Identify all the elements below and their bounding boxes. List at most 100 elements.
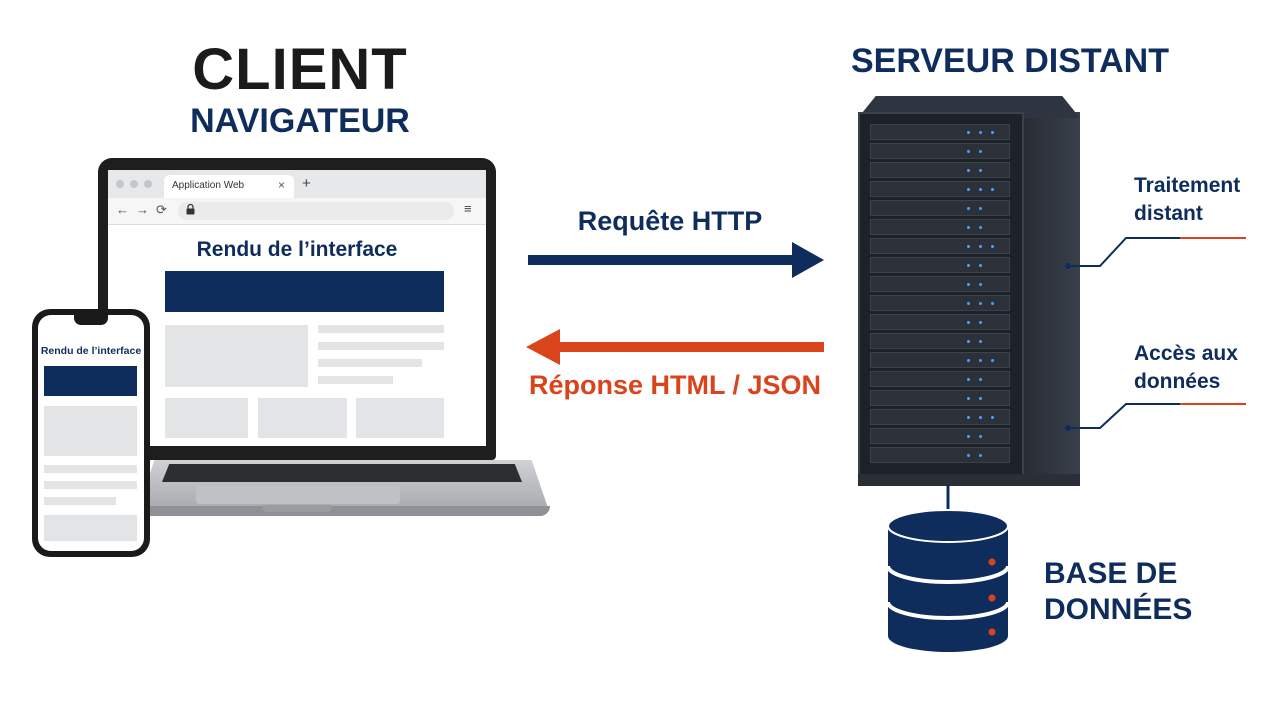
phone-screen: Rendu de l’interface [38, 315, 144, 551]
status-led [979, 245, 982, 248]
browser-tab[interactable]: Application Web × [164, 175, 294, 198]
status-led [967, 378, 970, 381]
response-arrow [526, 329, 824, 365]
status-led [991, 302, 994, 305]
card-block [258, 398, 347, 438]
browser-tab-bar: Application Web × + [108, 170, 486, 198]
laptop-screen: Application Web × + ← → ⟳ ≡ Rendu de l’i… [108, 170, 486, 446]
content-image-block [44, 406, 137, 456]
status-led [979, 264, 982, 267]
status-led [967, 245, 970, 248]
window-control-dot [144, 180, 152, 188]
laptop-trackpad [196, 486, 400, 504]
status-led [979, 397, 982, 400]
new-tab-icon[interactable]: + [302, 175, 311, 192]
menu-icon[interactable]: ≡ [464, 201, 472, 216]
laptop-render-title: Rendu de l’interface [196, 238, 398, 261]
status-led [967, 169, 970, 172]
text-line-block [44, 497, 116, 505]
server-rack-unit [870, 238, 1010, 254]
response-label: Réponse HTML / JSON [528, 370, 822, 400]
server-rack-unit [870, 162, 1010, 178]
database-label-line2: DONNÉES [1044, 593, 1193, 626]
reload-icon[interactable]: ⟳ [156, 202, 167, 217]
card-block [356, 398, 444, 438]
data-access-label-line2: données [1134, 370, 1221, 393]
data-access-label: Accès aux données [1134, 340, 1238, 396]
phone-render-title: Rendu de l’interface [40, 345, 142, 357]
status-led [967, 207, 970, 210]
laptop-keyboard [162, 464, 522, 482]
window-control-dot [130, 180, 138, 188]
database-illustration [886, 484, 1010, 652]
server-rack-unit [870, 257, 1010, 273]
lock-icon [186, 203, 195, 218]
window-control-dot [116, 180, 124, 188]
client-subtitle: NAVIGATEUR [190, 102, 410, 140]
status-led [979, 207, 982, 210]
status-led [979, 188, 982, 191]
status-led [967, 397, 970, 400]
status-led [979, 416, 982, 419]
client-title: CLIENT [192, 37, 408, 102]
text-line-block [318, 376, 393, 384]
status-led [979, 359, 982, 362]
status-led [979, 378, 982, 381]
status-led [967, 454, 970, 457]
status-led [967, 226, 970, 229]
status-led [991, 245, 994, 248]
status-led [979, 454, 982, 457]
server-rack-unit [870, 409, 1010, 425]
server-rack-unit [870, 181, 1010, 197]
status-led [967, 302, 970, 305]
text-line-block [318, 359, 422, 367]
status-led [979, 169, 982, 172]
status-led [967, 188, 970, 191]
remote-processing-label: Traitement distant [1134, 172, 1240, 228]
status-led [991, 188, 994, 191]
server-rack-unit [870, 428, 1010, 444]
address-bar[interactable] [178, 202, 454, 220]
status-led [979, 226, 982, 229]
status-led [967, 321, 970, 324]
server-rack-unit [870, 371, 1010, 387]
server-rack-unit [870, 219, 1010, 235]
server-rack-units [870, 124, 1010, 466]
data-access-leader-dot [1065, 425, 1071, 431]
server-rack-unit [870, 124, 1010, 140]
status-led [979, 340, 982, 343]
status-led [967, 359, 970, 362]
status-led [991, 416, 994, 419]
status-led [979, 435, 982, 438]
status-led [967, 283, 970, 286]
status-led [979, 302, 982, 305]
status-led [979, 283, 982, 286]
browser-tab-title: Application Web [172, 180, 245, 191]
label-leader-lines [1065, 237, 1246, 431]
forward-arrow-icon[interactable]: → [136, 202, 149, 217]
server-rack-unit [870, 352, 1010, 368]
request-label: Requête HTTP [577, 206, 763, 236]
database-icon [886, 509, 1010, 652]
data-access-leader-line [1068, 403, 1246, 429]
text-line-block [318, 342, 444, 350]
database-label: BASE DE DONNÉES [1044, 556, 1192, 628]
server-rack-unit [870, 295, 1010, 311]
status-led [967, 416, 970, 419]
status-led [991, 359, 994, 362]
text-line-block [44, 465, 137, 473]
status-led [979, 321, 982, 324]
server-rack-unit [870, 314, 1010, 330]
status-led [967, 340, 970, 343]
request-arrow [528, 242, 824, 278]
server-rack-unit [870, 447, 1010, 463]
server-base [858, 474, 1080, 486]
status-led [967, 150, 970, 153]
remote-processing-label-line2: distant [1134, 202, 1203, 225]
server-rack-unit [870, 276, 1010, 292]
close-icon[interactable]: × [278, 178, 286, 192]
text-line-block [44, 481, 137, 489]
server-rack-unit [870, 143, 1010, 159]
status-led [967, 435, 970, 438]
back-arrow-icon[interactable]: ← [116, 202, 129, 217]
